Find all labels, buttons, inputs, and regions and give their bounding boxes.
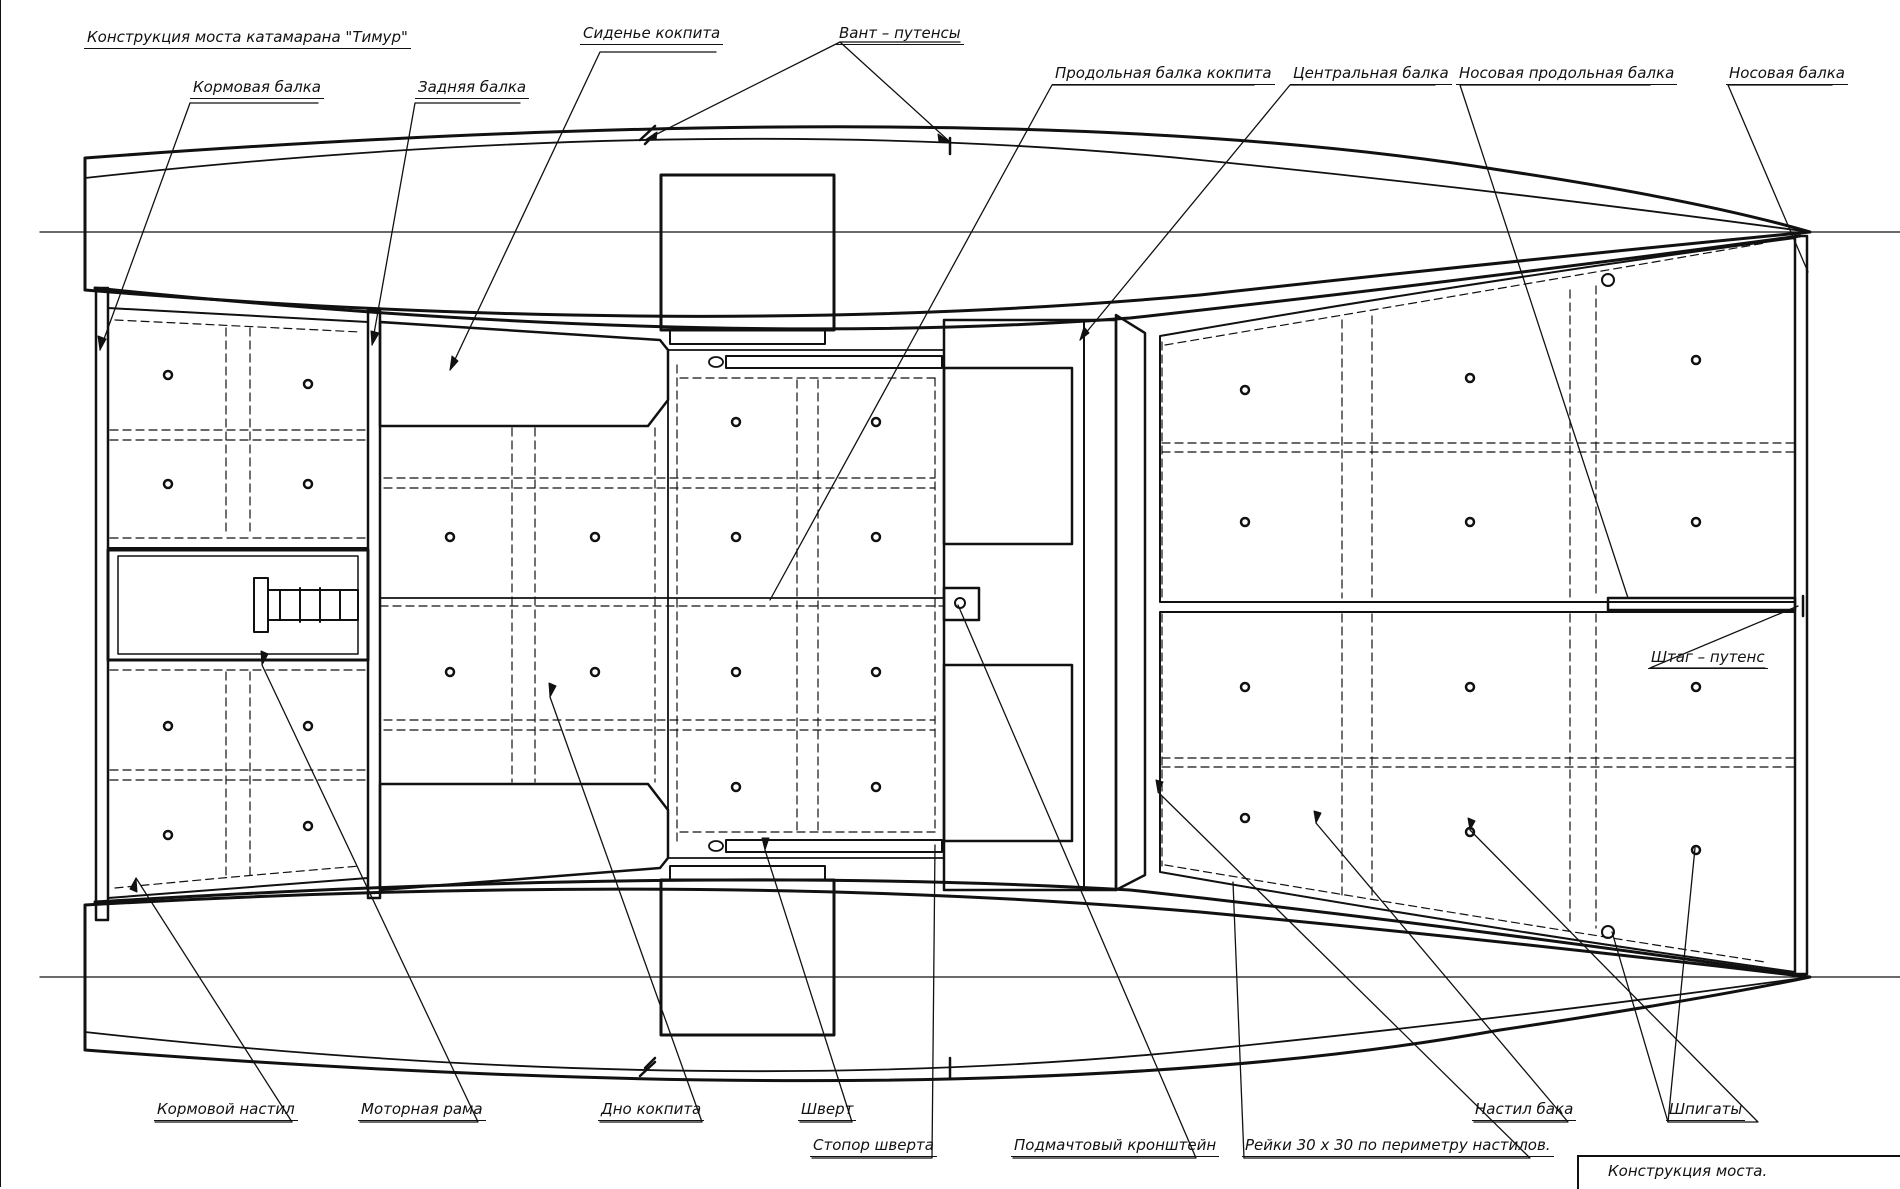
cockpit-seat-lower [378, 782, 670, 892]
scupper [1464, 372, 1476, 384]
scupper [1464, 516, 1476, 528]
motor-mount [253, 577, 359, 633]
label-kormovaya-balka: Кормовая балка [190, 78, 324, 99]
scupper [589, 666, 601, 678]
scupper [730, 781, 742, 793]
scupper [870, 416, 882, 428]
scuppers [162, 354, 1702, 856]
label-zadnyaya-balka: Задняя балка [415, 78, 530, 99]
label-nastil-baka: Настил бака [1472, 1100, 1577, 1121]
scupper [1690, 681, 1702, 693]
upper-box [659, 173, 836, 332]
label-prodolnaya-balka-kokpita: Продольная балка кокпита [1052, 64, 1275, 85]
upper-hull-sheer [84, 137, 1811, 233]
label-kormovoy-nastil: Кормовой настил [154, 1100, 298, 1121]
mast-step-bracket [942, 586, 981, 622]
scupper [302, 720, 314, 732]
scupper [870, 666, 882, 678]
bow-deck-battens [1161, 242, 1796, 963]
bow-beam [1793, 234, 1809, 976]
scupper [1690, 516, 1702, 528]
scupper [1239, 384, 1251, 396]
scupper [444, 531, 456, 543]
scupper [730, 531, 742, 543]
shroud-chainplates [638, 124, 952, 1080]
aft-beam [94, 286, 110, 922]
label-vant-putensy: Вант – путенсы [836, 24, 964, 45]
aft-deck [107, 307, 369, 549]
central-box-lower [942, 663, 1074, 843]
scupper [162, 369, 174, 381]
bridge-upper-edge [93, 234, 1802, 331]
label-shtag-putens: Штаг – путенс [1648, 648, 1768, 669]
scupper [302, 478, 314, 490]
lower-hull [83, 887, 1812, 1083]
motor-well [106, 548, 370, 662]
label-centralnaya-balka: Центральная балка [1290, 64, 1452, 85]
scupper [730, 666, 742, 678]
scupper [1239, 516, 1251, 528]
cockpit-battens [383, 364, 936, 846]
label-shvert: Шверт [798, 1100, 857, 1121]
scupper [302, 820, 314, 832]
upper-hull [83, 125, 1812, 318]
label-motornaya-rama: Моторная рама [358, 1100, 486, 1121]
scupper [162, 829, 174, 841]
scupper [589, 531, 601, 543]
daggerboard-upper [725, 355, 943, 369]
scupper [444, 666, 456, 678]
scupper [1239, 812, 1251, 824]
scupper [1464, 681, 1476, 693]
label-nosovaya-prodolnaya-balka: Носовая продольная балка [1456, 64, 1678, 85]
label-dno-kokpita: Дно кокпита [598, 1100, 705, 1121]
title-block-text: Конструкция моста. [1608, 1162, 1768, 1180]
central-beam [1114, 313, 1147, 892]
title-block [1577, 1155, 1900, 1189]
scupper [302, 378, 314, 390]
label-podmachtovy-kronshteyn: Подмачтовый кронштейн [1011, 1136, 1220, 1157]
scupper [1239, 681, 1251, 693]
cockpit-seat-upper [378, 320, 670, 428]
arrowheads [97, 131, 1476, 893]
drawing-title: Конструкция моста катамарана "Тимур" [84, 28, 411, 49]
scupper [730, 416, 742, 428]
lower-hull-sheer [84, 976, 1811, 1073]
scupper [162, 720, 174, 732]
central-box-upper [942, 366, 1074, 546]
lower-box [659, 878, 836, 1037]
label-nosovaya-balka: Носовая балка [1726, 64, 1848, 85]
cockpit-floor [667, 349, 945, 859]
scupper [870, 781, 882, 793]
motor-well-inner [117, 555, 359, 655]
scupper [1690, 844, 1702, 856]
daggerboard-lower [725, 839, 943, 853]
scupper [1690, 354, 1702, 366]
label-reyki: Рейки 30 х 30 по периметру настилов. [1242, 1136, 1554, 1157]
bow-deck-lower [1159, 611, 1796, 973]
bow-longitudinal-beam [1606, 596, 1797, 612]
label-sidenie-kokpita: Сиденье кокпита [580, 24, 724, 45]
scupper [870, 531, 882, 543]
rear-beam [366, 308, 382, 900]
scupper [162, 478, 174, 490]
leader-lines [99, 41, 1833, 1159]
central-beam-frame [942, 318, 1118, 892]
label-stopor-shverta: Стопор шверта [810, 1136, 937, 1157]
aft-deck-battens [109, 319, 366, 889]
bow-deck-upper [1159, 237, 1796, 603]
aft-deck-lower [107, 659, 369, 899]
scupper [1464, 826, 1476, 838]
label-shpigaty: Шпигаты [1666, 1100, 1746, 1121]
